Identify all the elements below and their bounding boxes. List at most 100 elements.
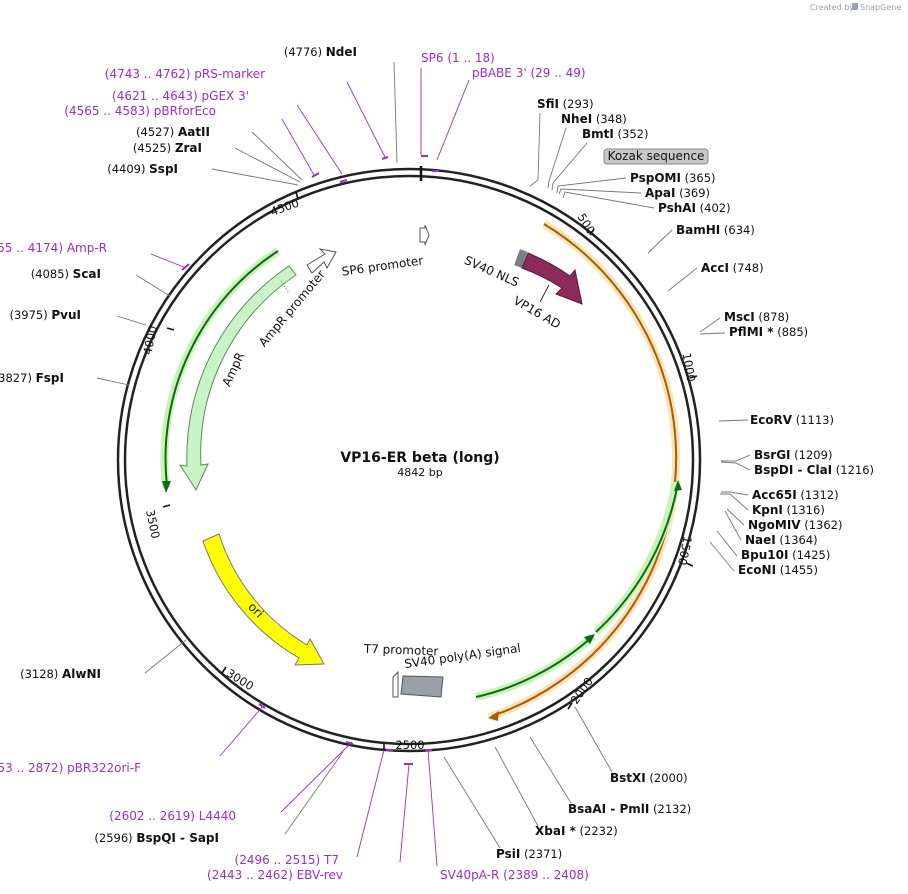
enzyme-label: (3128) AlwNI [20, 667, 101, 681]
ampr-promoter-arrow [306, 248, 337, 274]
enzyme-position: (293) [559, 97, 594, 111]
primer-label: (4155 .. 4174) Amp-R [0, 241, 107, 255]
enzyme-position: (2232) [576, 824, 618, 838]
enzyme-name: NaeI [745, 533, 776, 547]
amp-feature-arrowhead [162, 481, 171, 493]
enzyme-name: AlwNI [62, 667, 101, 681]
enzyme-name: EcoNI [738, 563, 776, 577]
primer-name: Amp-R [67, 241, 107, 255]
sv40-nls-label: SV40 NLS [462, 253, 521, 289]
enzyme-position: (885) [774, 325, 809, 339]
enzyme-label: PflMI * (885) [729, 325, 808, 339]
enzyme-position: (1209) [791, 448, 833, 462]
green-feature-1 [595, 482, 679, 633]
enzyme-name: ScaI [73, 267, 101, 281]
enzyme-label: BsrGI (1209) [754, 448, 832, 462]
enzyme-position: (365) [681, 171, 716, 185]
enzyme-name: Acc65I [752, 488, 797, 502]
enzyme-label: Bpu10I (1425) [741, 548, 830, 562]
primer-name: SP6 [421, 51, 444, 65]
enzyme-label: (4085) ScaI [31, 267, 101, 281]
enzyme-name: PflMI * [729, 325, 774, 339]
primer-label: SV40pA-R (2389 .. 2408) [440, 868, 589, 882]
primer-label: (4565 .. 4583) pBRforEco [64, 104, 216, 118]
enzyme-position: (4776) [284, 45, 326, 59]
enzyme-label: (4525) ZraI [133, 141, 202, 155]
enzyme-name: EcoRV [750, 413, 793, 427]
enzyme-position: (3128) [20, 667, 62, 681]
primer-position: (4155 .. 4174) [0, 241, 67, 255]
primer-labels: SP6 (1 .. 18)pBABE 3' (29 .. 49)(4743 ..… [0, 51, 589, 882]
ampr-promoter-label: AmpR promoter [256, 267, 328, 349]
primer-position: (1 .. 18) [444, 51, 495, 65]
enzyme-name: PsiI [496, 847, 520, 861]
enzyme-position: (878) [755, 310, 790, 324]
backbone-inner-strand [123, 174, 695, 746]
enzyme-leader-lines [96, 61, 751, 849]
enzyme-name: SfiI [537, 97, 559, 111]
enzyme-position: (1425) [788, 548, 830, 562]
enzyme-position: (4527) [136, 125, 178, 139]
primer-label: (2602 .. 2619) L4440 [109, 809, 236, 823]
enzyme-label: Acc65I (1312) [752, 488, 839, 502]
enzyme-label: BamHI (634) [676, 223, 755, 237]
ampr-promoter-boundary [280, 280, 290, 294]
enzyme-label: PsiI (2371) [496, 847, 562, 861]
enzyme-name: BsaAI [568, 802, 606, 816]
enzyme-position: (4525) [133, 141, 175, 155]
primer-position: (29 .. 49) [527, 66, 586, 80]
primer-name: pBABE 3' [472, 66, 527, 80]
green-feature-2-arrowhead [584, 634, 595, 644]
enzyme-name: SspI [149, 162, 178, 176]
enzyme-name: AatII [178, 125, 210, 139]
enzyme-name: Bpu10I [741, 548, 788, 562]
enzyme-label: KpnI (1316) [752, 503, 825, 517]
primer-name: EBV-rev [297, 868, 343, 882]
enzyme-position: (2371) [520, 847, 562, 861]
green-feature-2 [475, 635, 594, 698]
enzyme-name: PvuI [51, 308, 81, 322]
tick-label: 4500 [268, 196, 300, 219]
primer-position: (2853 .. 2872) [0, 761, 67, 775]
enzyme-position: (1455) [776, 563, 818, 577]
tick-label: 2500 [395, 738, 424, 752]
primer-name: L4440 [199, 809, 236, 823]
enzyme-position: (2000) [646, 771, 688, 785]
primer-label: (4621 .. 4643) pGEX 3' [112, 89, 249, 103]
enzyme-position: (3827) [0, 371, 36, 385]
plasmid-size: 4842 bp [397, 466, 442, 479]
enzyme-position: (748) [729, 261, 764, 275]
sv40-nls-block [514, 249, 528, 268]
tick-label: 4000 [140, 324, 160, 356]
enzyme-label: NheI (348) [561, 112, 627, 126]
primer-position: (2389 .. 2408) [499, 868, 589, 882]
enzyme-label: EcoNI (1455) [738, 563, 818, 577]
enzyme-name: BamHI [676, 223, 720, 237]
enzyme-position: (4085) [31, 267, 73, 281]
enzyme-position: (1362) [801, 518, 843, 532]
enzyme-pair-name: - ClaI [793, 463, 832, 477]
enzyme-label: SfiI (293) [537, 97, 594, 111]
green-feature-1-arrowhead [674, 480, 682, 491]
ori-arrow [202, 533, 325, 666]
enzyme-name: MscI [724, 310, 755, 324]
enzyme-name: BspDI [754, 463, 793, 477]
enzyme-label: BstXI (2000) [610, 771, 688, 785]
tick-label: 3500 [143, 508, 163, 540]
primer-position: (4565 .. 4583) [64, 104, 154, 118]
enzyme-position: (1364) [776, 533, 818, 547]
primer-position: (2496 .. 2515) [235, 853, 325, 867]
enzyme-label: XbaI * (2232) [535, 824, 618, 838]
enzyme-name: BstXI [610, 771, 646, 785]
enzyme-label: MscI (878) [724, 310, 789, 324]
enzyme-name: PspOMI [630, 171, 681, 185]
enzyme-pair-name: - PmlI [606, 802, 649, 816]
enzyme-position: (2596) [94, 831, 136, 845]
primer-leader-lines [150, 68, 470, 867]
enzyme-name: ApaI [645, 186, 675, 200]
sv40-polya-block [400, 675, 444, 698]
backbone-outer-strand [116, 167, 702, 753]
primer-position: (2602 .. 2619) [109, 809, 199, 823]
vp16-ad-label: VP16 AD [511, 293, 563, 331]
